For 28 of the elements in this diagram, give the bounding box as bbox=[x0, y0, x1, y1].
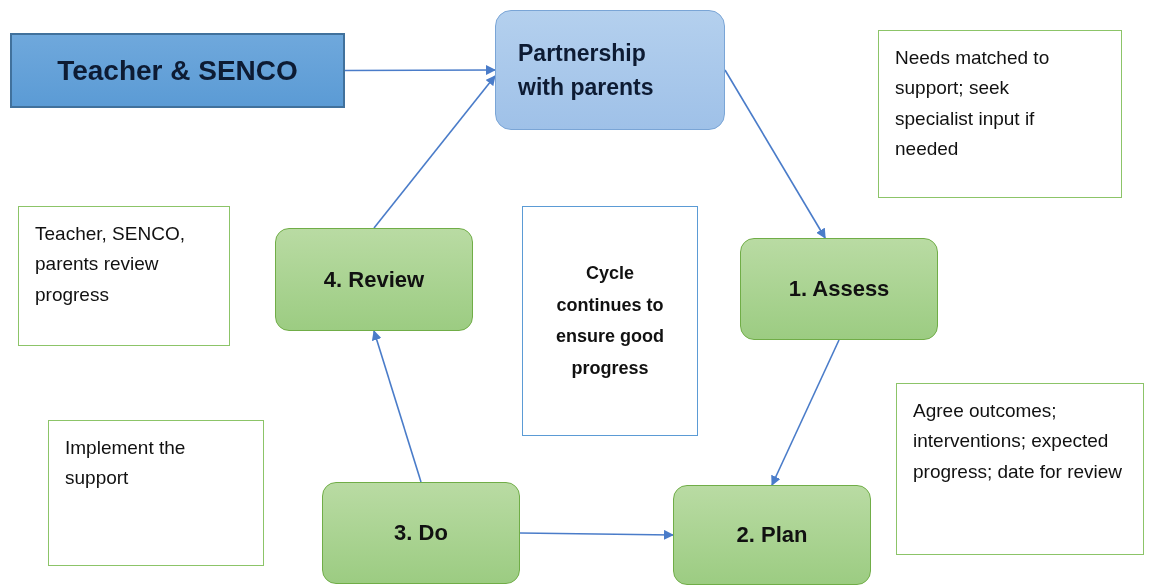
process-box bbox=[275, 228, 473, 331]
box-label: Partnership with parents bbox=[518, 38, 655, 102]
arrow bbox=[373, 75, 496, 229]
box-label: 4. Review bbox=[323, 266, 425, 293]
process-box bbox=[673, 485, 871, 585]
arrow bbox=[344, 65, 496, 76]
box-label: Agree outcomes; interventions; expected progress; date for review bbox=[913, 399, 1124, 484]
box-label: Needs matched to support; seek specialist input if needed bbox=[895, 46, 1051, 162]
process-box bbox=[740, 238, 938, 340]
box-label: 3. Do bbox=[394, 520, 448, 546]
box-label: 2. Plan bbox=[736, 522, 808, 548]
arrow bbox=[771, 339, 840, 486]
box-label: Implement the support bbox=[65, 436, 187, 491]
title-box bbox=[10, 33, 345, 108]
note-box bbox=[878, 30, 1122, 198]
note-box bbox=[48, 420, 264, 566]
box-label: Teacher & SENCO bbox=[57, 54, 298, 87]
note-box bbox=[896, 383, 1144, 555]
box-label: 1. Assess bbox=[788, 276, 890, 302]
arrow bbox=[371, 330, 422, 483]
note-box bbox=[522, 206, 698, 436]
arrow bbox=[519, 529, 674, 540]
note-box bbox=[18, 206, 230, 346]
process-box bbox=[495, 10, 725, 130]
arrow bbox=[724, 69, 826, 239]
process-box bbox=[322, 482, 520, 584]
box-label: Cycle continues to ensure good progress bbox=[555, 262, 665, 380]
box-label: Teacher, SENCO, parents review progress bbox=[35, 222, 186, 307]
